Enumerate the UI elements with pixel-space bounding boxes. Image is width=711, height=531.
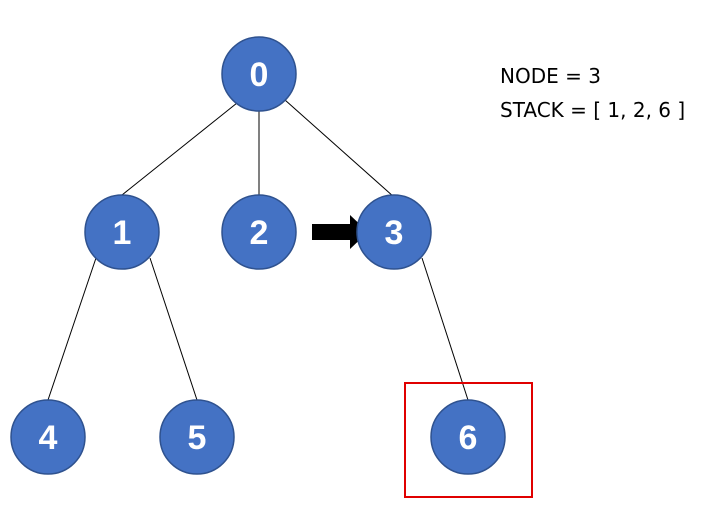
edge-1-5 — [149, 257, 198, 401]
node-label-2: 2 — [250, 214, 269, 252]
nodes-layer: 0 1 2 3 4 5 6 — [10, 36, 506, 475]
node-2: 2 — [221, 194, 297, 270]
node-circle-0 — [221, 36, 297, 112]
node-label-5: 5 — [188, 419, 207, 457]
edge-1-4 — [47, 257, 97, 401]
arrow-layer — [312, 215, 368, 249]
node-label-6: 6 — [459, 419, 478, 457]
node-6: 6 — [430, 399, 506, 475]
node-circle-1 — [84, 194, 160, 270]
node-circle-4 — [10, 399, 86, 475]
node-label-1: 1 — [113, 214, 132, 252]
node-5: 5 — [159, 399, 235, 475]
node-label-4: 4 — [39, 419, 58, 457]
node-label-0: 0 — [250, 56, 269, 94]
stack-text: STACK = [ 1, 2, 6 ] — [500, 98, 686, 122]
edge-3-6 — [421, 257, 469, 401]
current-node-text: NODE = 3 — [500, 64, 601, 88]
edge-0-3 — [284, 99, 395, 198]
node-label-3: 3 — [385, 214, 404, 252]
highlight-layer — [404, 382, 533, 498]
edge-0-1 — [121, 102, 238, 196]
node-4: 4 — [10, 399, 86, 475]
node-circle-2 — [221, 194, 297, 270]
node-0: 0 — [221, 36, 297, 112]
node-circle-6 — [430, 399, 506, 475]
node-1: 1 — [84, 194, 160, 270]
current-node-arrow-icon — [312, 215, 368, 249]
node-3: 3 — [356, 194, 432, 270]
node-circle-5 — [159, 399, 235, 475]
node-circle-3 — [356, 194, 432, 270]
edges-layer — [47, 99, 469, 401]
highlight-box — [404, 382, 533, 498]
